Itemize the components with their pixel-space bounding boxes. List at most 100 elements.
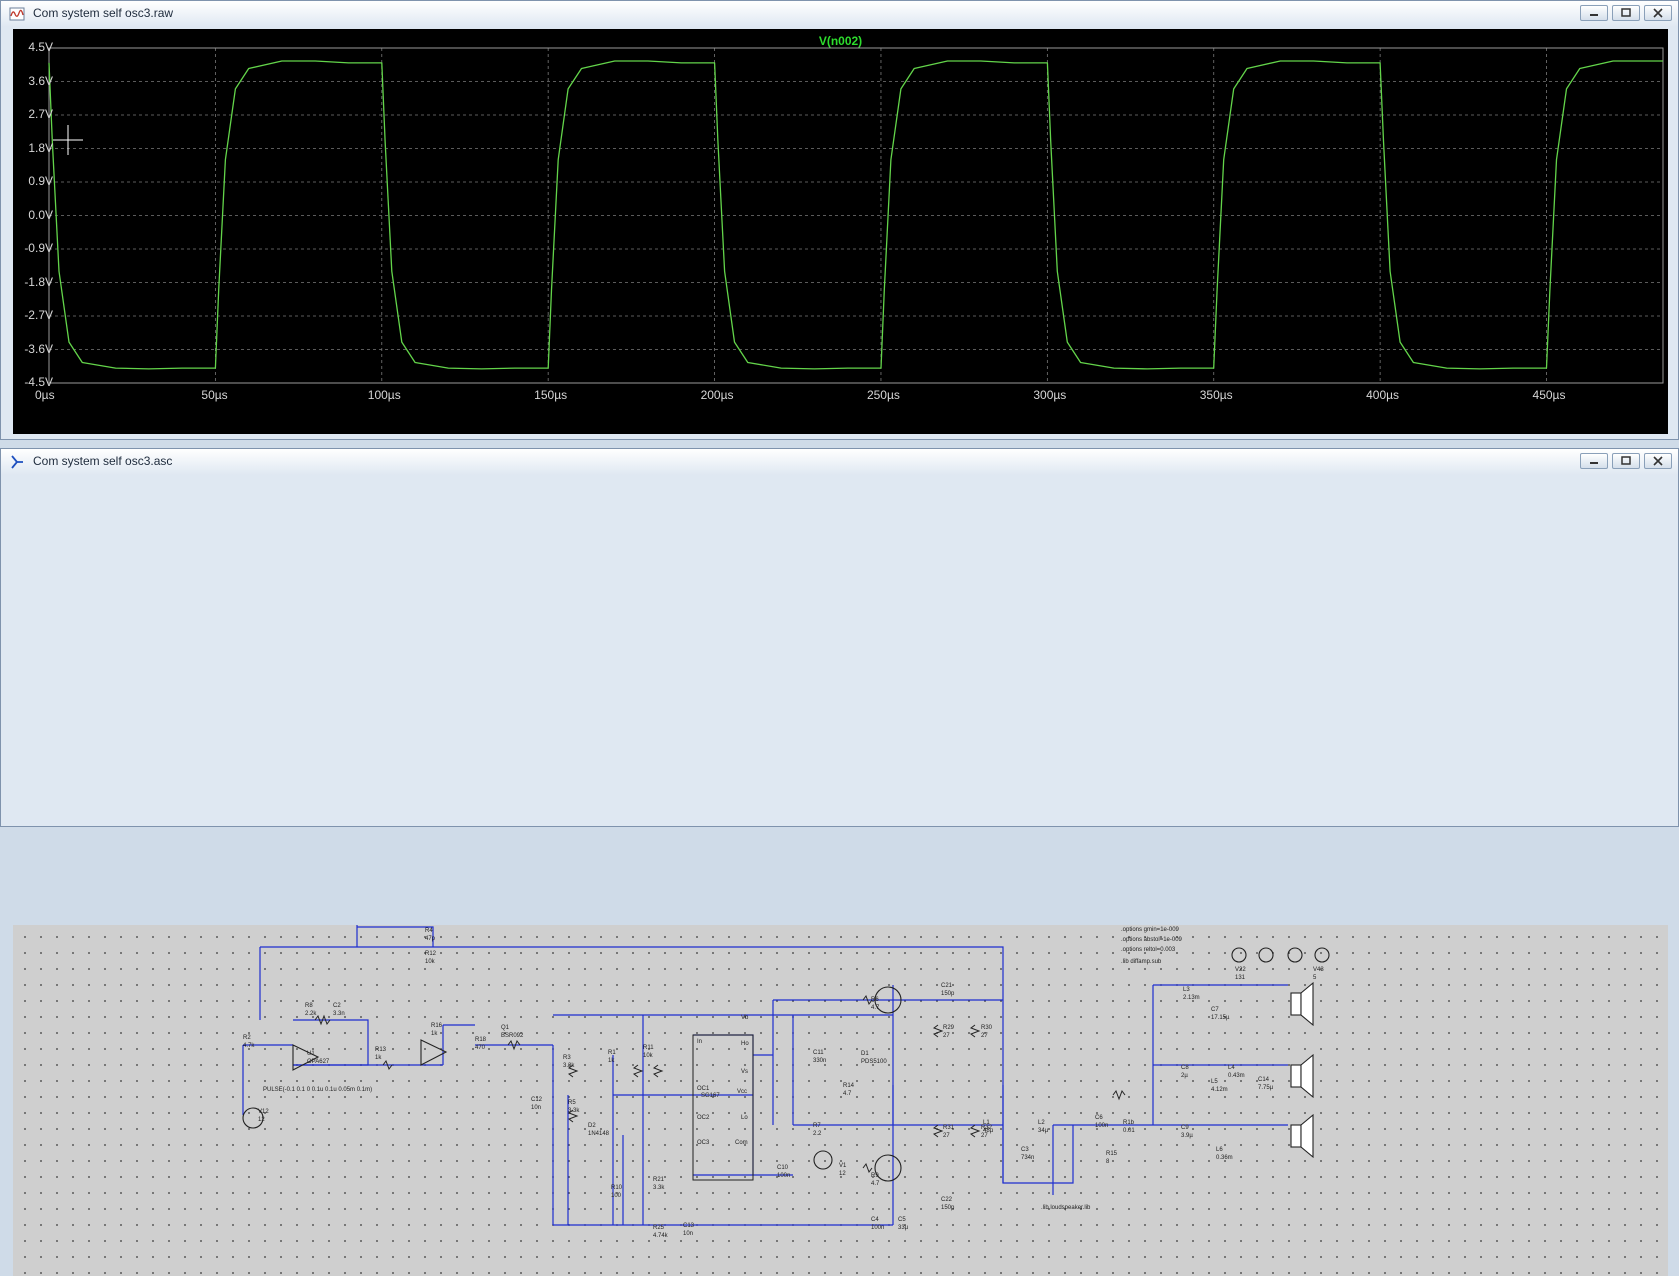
component-ref-label[interactable]: R8 — [305, 1003, 313, 1009]
component-ref-label[interactable]: C5 — [898, 1217, 906, 1223]
speaker-u7[interactable] — [1290, 1053, 1314, 1099]
component-value-label[interactable]: 7.75µ — [1258, 1085, 1274, 1091]
component-ref-label[interactable]: L6 — [1216, 1147, 1223, 1153]
component-value-label[interactable]: 1k — [608, 1058, 615, 1064]
component-value-label[interactable]: 100 — [611, 1193, 622, 1199]
component-ref-label[interactable]: R6 — [871, 997, 879, 1003]
component-ref-label[interactable]: R29 — [943, 1025, 955, 1031]
component-ref-label[interactable]: U1 — [307, 1051, 315, 1057]
component-value-label[interactable]: 27 — [943, 1133, 950, 1139]
component-ref-label[interactable]: C2 — [333, 1003, 341, 1009]
component-value-label[interactable]: 150p — [941, 991, 955, 997]
component-ref-label[interactable]: L4 — [1228, 1065, 1235, 1071]
component-value-label[interactable]: 3.3k — [563, 1063, 575, 1069]
component-value-label[interactable]: 17.15µ — [1211, 1015, 1230, 1021]
trace-label[interactable]: V(n002) — [818, 34, 863, 48]
component-ref-label[interactable]: R4 — [425, 928, 433, 934]
maximize-button[interactable] — [1612, 5, 1640, 21]
component-value-label[interactable]: 4.7k — [243, 1043, 255, 1049]
speaker-u5[interactable] — [1290, 981, 1314, 1027]
component-ref-label[interactable]: C7 — [1211, 1007, 1219, 1013]
component-value-label[interactable]: 1N4148 — [588, 1131, 610, 1137]
component-ref-label[interactable]: R9 — [871, 1173, 879, 1179]
component-value-label[interactable]: 1k — [431, 1031, 438, 1037]
component-value-label[interactable]: 4.7 — [871, 1005, 880, 1011]
component-ref-label[interactable]: C11 — [813, 1050, 824, 1056]
component-ref-label[interactable]: C13 — [683, 1223, 695, 1229]
component-value-label[interactable]: 10k — [643, 1053, 653, 1059]
directive-abstol[interactable]: .options abstol=1e-009 — [1121, 937, 1182, 943]
directive-gmin[interactable]: .options gmin=1e-009 — [1121, 927, 1179, 933]
component-value-label[interactable]: 150p — [941, 1205, 955, 1211]
component-ref-label[interactable]: R12 — [425, 951, 437, 957]
component-value-label[interactable]: 2µ — [1181, 1073, 1188, 1079]
component-value-label[interactable]: 10n — [531, 1105, 542, 1111]
maximize-button[interactable] — [1612, 453, 1640, 469]
component-value-label[interactable]: 100n — [1095, 1123, 1109, 1129]
series-line-vn002[interactable] — [48, 60, 1663, 370]
opamp-u2[interactable] — [420, 1039, 448, 1066]
component-ref-label[interactable]: C4 — [871, 1217, 879, 1223]
component-value-label[interactable]: 8 — [1106, 1159, 1110, 1165]
component-ref-label[interactable]: V1 — [839, 1163, 847, 1169]
component-value-label[interactable]: 27 — [981, 1033, 988, 1039]
component-value-label[interactable]: 2.2k — [305, 1011, 317, 1017]
component-value-label[interactable]: 2.13m — [1183, 995, 1200, 1001]
component-ref-label[interactable]: R5 — [568, 1100, 576, 1106]
component-ref-label[interactable]: R31 — [943, 1125, 955, 1131]
component-value-label[interactable]: 5 — [1313, 975, 1317, 981]
component-ref-label[interactable]: Q1 — [501, 1025, 510, 1031]
component-value-label[interactable]: 4.7 — [843, 1091, 852, 1097]
component-value-label[interactable]: 4.12m — [1211, 1087, 1228, 1093]
component-value-label[interactable]: PDS5100 — [861, 1059, 887, 1065]
component-ref-label[interactable]: D1 — [861, 1051, 869, 1057]
component-value-label[interactable]: 1k — [375, 1055, 382, 1061]
component-value-label[interactable]: 12 — [839, 1171, 846, 1177]
close-button[interactable] — [1644, 5, 1672, 21]
component-value-label[interactable]: 12 — [258, 1117, 265, 1123]
component-ref-label[interactable]: R13 — [375, 1047, 387, 1053]
pulse-source-label[interactable]: PULSE(-0.1 0.1 0 0.1u 0.1u 0.05m 0.1m) — [263, 1087, 373, 1093]
component-value-label[interactable]: 100n — [871, 1225, 885, 1231]
component-ref-label[interactable]: R10 — [611, 1185, 623, 1191]
component-value-label[interactable]: 4.74k — [653, 1233, 668, 1239]
component-ref-label[interactable]: C12 — [531, 1097, 543, 1103]
dc-source-v1[interactable] — [813, 1150, 833, 1170]
component-value-label[interactable]: 34µ — [1038, 1128, 1049, 1134]
component-value-label[interactable]: 10k — [425, 959, 435, 965]
component-value-label[interactable]: 330n — [813, 1058, 827, 1064]
component-value-label[interactable]: 48µ — [983, 1128, 994, 1134]
component-ref-label[interactable]: C21 — [941, 983, 953, 989]
component-ref-label[interactable]: R18 — [475, 1037, 487, 1043]
opamp-u1[interactable] — [292, 1044, 320, 1071]
component-ref-label[interactable]: R1 — [608, 1050, 616, 1056]
component-ref-label[interactable]: V12 — [258, 1109, 269, 1115]
component-ref-label[interactable]: L1 — [983, 1120, 990, 1126]
component-value-label[interactable]: 0.43m — [1228, 1073, 1245, 1079]
component-value-label[interactable]: 3.3n — [333, 1011, 345, 1017]
directive-lib-loudspeaker[interactable]: .lib loudspeaker.lib — [1041, 1205, 1091, 1211]
component-value-label[interactable]: 33µ — [898, 1225, 909, 1231]
speaker-u8[interactable] — [1290, 1113, 1314, 1159]
component-ref-label[interactable]: R15 — [1106, 1151, 1118, 1157]
mosfet-bottom[interactable] — [874, 1154, 902, 1182]
ic-ref-label[interactable]: SG167 — [701, 1093, 720, 1099]
component-value-label[interactable]: 131 — [1235, 975, 1246, 981]
schematic-canvas[interactable]: .options gmin=1e-009 .options abstol=1e-… — [13, 925, 1668, 1276]
component-ref-label[interactable]: R7 — [813, 1123, 821, 1129]
component-ref-label[interactable]: C14 — [1258, 1077, 1270, 1083]
component-ref-label[interactable]: V43 — [1313, 967, 1324, 973]
component-ref-label[interactable]: R3 — [563, 1055, 571, 1061]
component-value-label[interactable]: 3.3k — [653, 1185, 665, 1191]
component-ref-label[interactable]: R1b — [1123, 1120, 1135, 1126]
component-value-label[interactable]: 10n — [683, 1231, 694, 1237]
component-ref-label[interactable]: C22 — [941, 1197, 953, 1203]
component-value-label[interactable]: 47p — [425, 936, 436, 942]
component-ref-label[interactable]: C10 — [777, 1165, 789, 1171]
component-ref-label[interactable]: R25 — [653, 1225, 665, 1231]
minimize-button[interactable] — [1580, 453, 1608, 469]
waveform-titlebar[interactable]: Com system self osc3.raw — [1, 1, 1678, 27]
component-ref-label[interactable]: R14 — [843, 1083, 855, 1089]
component-ref-label[interactable]: R21 — [653, 1177, 665, 1183]
